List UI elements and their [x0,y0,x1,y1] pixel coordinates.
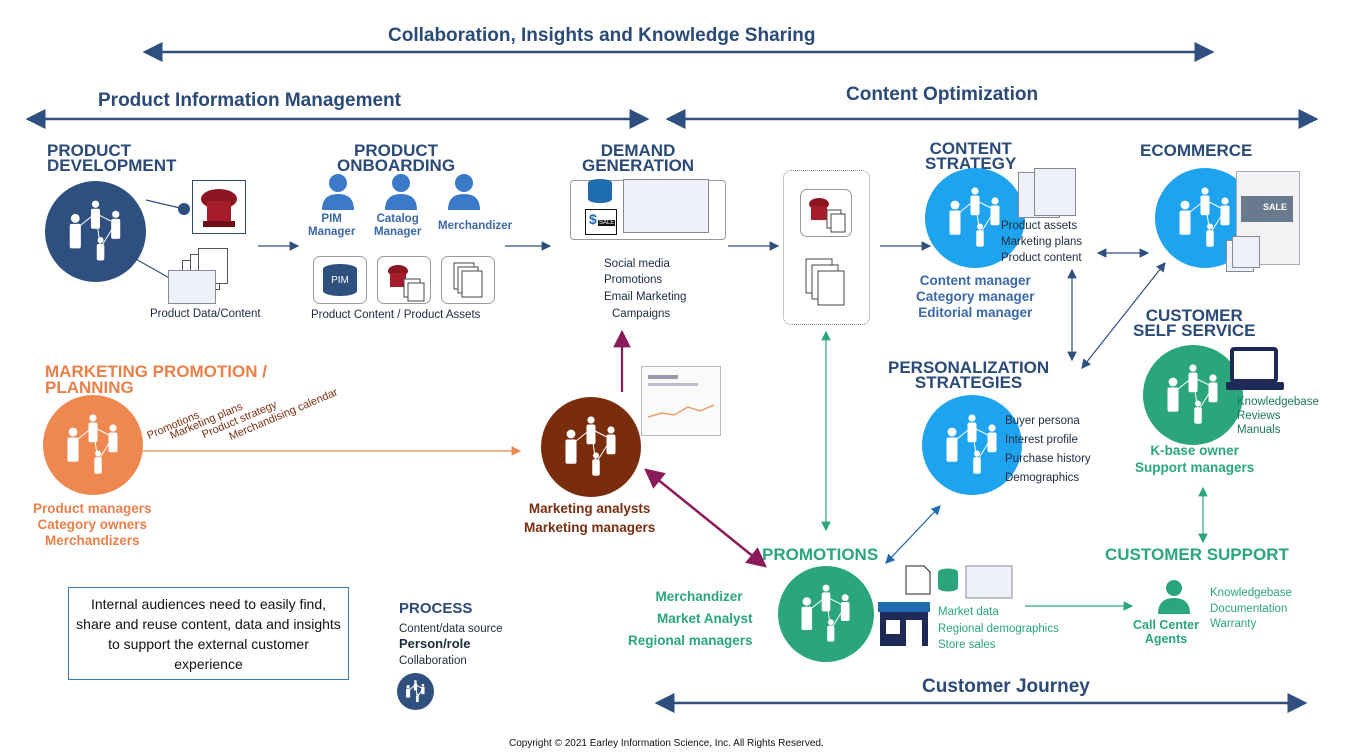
people-network-icon [949,187,1000,247]
self-service-roles: K-base owner Support managers [1135,443,1255,475]
people-network-icon [565,416,616,476]
customer-support-title: CUSTOMER SUPPORT [1105,545,1289,564]
people-network-icon [406,680,425,703]
self-service-title: CUSTOMER SELF SERVICE [1133,306,1256,340]
doc-stack-icon [453,262,483,298]
analysts-roles: Marketing analysts Marketing managers [524,501,656,535]
legend-people-circle [397,673,434,710]
sale-tag-icon: $ SALE [585,209,617,235]
cs-item-1: Product assets [1001,220,1078,232]
promo-item-2: Regional demographics [938,623,1059,635]
personalization-people-circle [922,395,1022,495]
demand-title: DEMAND GENERATION [582,141,695,175]
promo-item-1: Market data [938,606,999,618]
people-network-icon [946,414,997,474]
mixer-image-frame [192,180,246,234]
pim-db-box: PIM [313,256,367,304]
mixer-icon [201,189,237,227]
marketing-promo-people-circle [43,395,143,495]
legend-title: PROCESS [399,600,473,617]
people-network-icon [801,584,850,642]
demand-item-1: Social media [604,258,670,270]
self-service-people-circle [1143,345,1243,445]
database-icon [588,179,612,203]
database-icon [323,264,357,296]
cs-support-item-2: Documentation [1210,603,1288,615]
cs-item-3: Product content [1001,252,1082,264]
call-center-agents: Call Center Agents [1133,618,1199,646]
mixer-docs-icon [388,265,425,302]
pim-header: Product Information Management [98,90,401,111]
agent-icon [1158,580,1190,614]
legend-line-1: Content/data source [399,623,503,635]
marketing-promo-title: MARKETING PROMOTION / PLANNING [45,362,267,397]
marketing-promo-roles: Product managers Category owners Merchan… [33,501,152,548]
web-page-thumb [623,179,709,233]
product-dev-people-circle [45,181,146,282]
assets-box [783,170,870,325]
ss-item-3: Manuals [1237,424,1281,436]
internal-audiences-note: Internal audiences need to easily find, … [68,587,349,680]
legend-line-3: Collaboration [399,655,467,667]
role-merchandizer: Merchandizer [438,220,513,232]
pers-item-2: Interest profile [1005,434,1078,446]
ecommerce-title: ECOMMERCE [1140,141,1253,160]
screenshot-thumb [168,270,216,304]
collab-header: Collaboration, Insights and Knowledge Sh… [388,25,816,46]
pers-item-4: Demographics [1005,472,1080,484]
cs-support-item-3: Warranty [1210,618,1257,630]
doc-stack-icon [805,258,845,306]
content-strategy-people-circle [925,168,1025,268]
onboarding-person-icons [322,174,480,210]
laptop-icon [1226,347,1284,390]
product-image-box [800,189,852,237]
ecommerce-thumb: SALE [1236,171,1300,265]
product-dev-caption: Product Data/Content [150,308,261,320]
doc-box [441,256,495,304]
analytics-thumb [641,366,721,436]
product-dev-title: PRODUCT DEVELOPMENT [47,141,177,175]
cs-item-2: Marketing plans [1001,236,1083,248]
journey-header: Customer Journey [922,676,1090,697]
promotions-people-circle [778,566,874,662]
cs-support-item-1: Knowledgebase [1210,587,1292,599]
content-strategy-title: CONTENT STRATEGY [925,139,1017,173]
content-opt-header: Content Optimization [846,84,1039,105]
demand-item-3: Email Marketing [604,291,687,303]
personalization-title: PERSONALIZATION STRATEGIES [888,358,1050,392]
people-network-icon [69,200,121,261]
promotions-title: PROMOTIONS [762,545,879,564]
pers-item-1: Buyer persona [1005,415,1080,427]
ss-item-1: Knowledgebase [1237,396,1319,408]
ss-item-2: Reviews [1237,410,1281,422]
demand-item-4: Campaigns [612,308,671,320]
legend-line-2: Person/role [399,636,471,651]
promotions-roles: Merchandizer Market Analyst Regional man… [628,589,753,648]
pers-item-3: Purchase history [1005,453,1091,465]
product-image-box [377,256,431,304]
people-network-icon [67,414,118,474]
content-strategy-roles: Content manager Category manager Editori… [916,273,1035,320]
onboarding-caption: Product Content / Product Assets [311,309,481,321]
mixer-docs-icon [809,198,846,233]
promotions-icons [878,565,1013,646]
demand-item-2: Promotions [604,274,663,286]
onboarding-title: PRODUCT ONBOARDING [337,141,456,175]
promo-item-3: Store sales [938,639,996,651]
copyright: Copyright © 2021 Earley Information Scie… [509,738,824,749]
demand-panel: $ SALE [570,179,726,240]
people-network-icon [1167,364,1218,424]
people-network-icon [1179,187,1230,247]
analysts-people-circle [541,397,641,497]
